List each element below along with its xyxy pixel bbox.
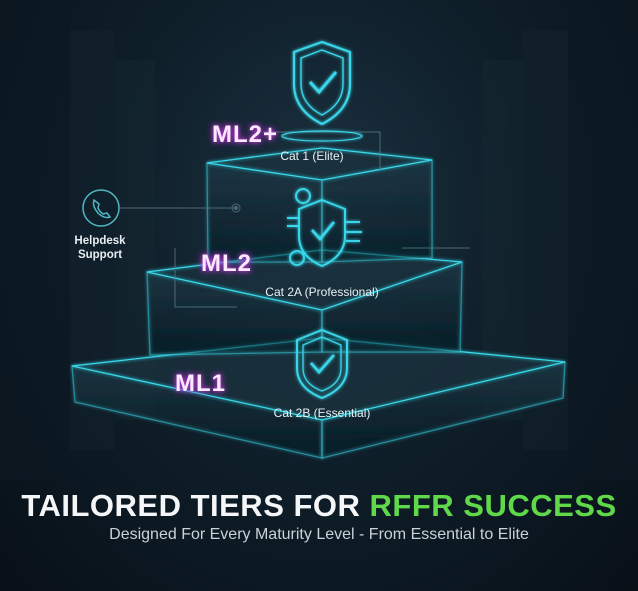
helpdesk-support-label: Helpdesk Support — [60, 234, 140, 262]
tier-2-platform — [146, 249, 463, 356]
tier-3-platform — [71, 337, 566, 459]
shield-check-icon — [296, 328, 348, 400]
tier-3-category-label: Cat 2B (Essential) — [273, 406, 371, 420]
helpdesk-line-2: Support — [77, 249, 123, 261]
title-main: TAILORED TIERS FOR — [21, 488, 370, 523]
phone-icon — [82, 189, 120, 227]
tier-1-level-label: ML2+ — [212, 121, 279, 148]
tier-2-level-label: ML2 — [201, 250, 252, 277]
subtitle: Designed For Every Maturity Level - From… — [109, 526, 529, 543]
tier-1-platform — [206, 147, 433, 263]
tier-1-category-label: Cat 1 (Elite) — [280, 149, 344, 163]
title-accent: RFFR SUCCESS — [369, 488, 617, 523]
helpdesk-line-1: Helpdesk — [74, 235, 126, 247]
circuit-shield-icon — [281, 40, 363, 142]
gear-shield-icon — [287, 188, 362, 268]
tier-3-level-label: ML1 — [175, 370, 226, 397]
tier-2-category-label: Cat 2A (Professional) — [265, 285, 379, 299]
page-title: TAILORED TIERS FOR RFFR SUCCESS — [0, 488, 638, 524]
